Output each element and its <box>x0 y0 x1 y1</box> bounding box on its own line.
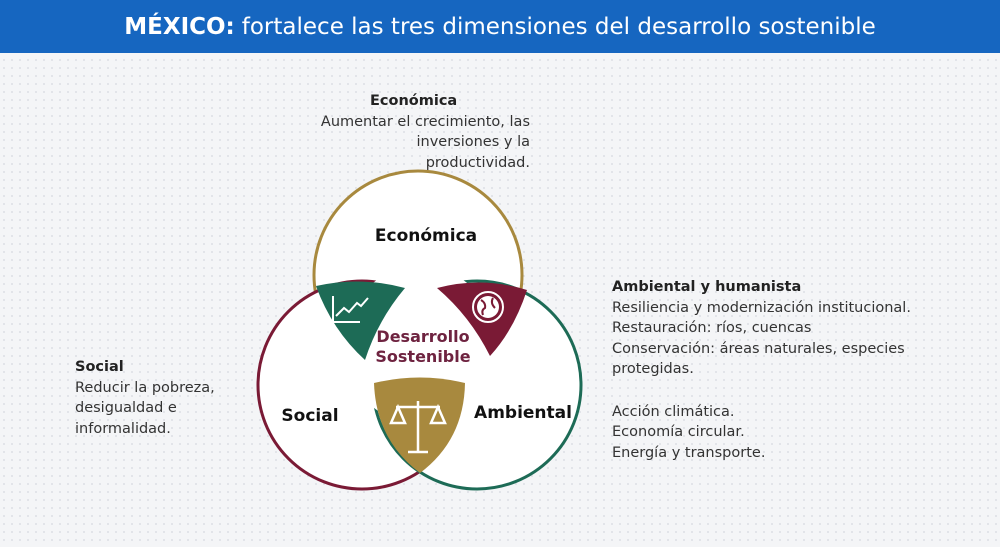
ambiental-line: Acción climática. <box>612 403 735 420</box>
globe-icon <box>472 291 504 323</box>
economica-line: Aumentar el crecimiento, las <box>320 113 530 130</box>
social-block: Social Reducir la pobreza, desigualdad e… <box>75 357 215 439</box>
ambiental-line: Energía y transporte. <box>612 444 766 461</box>
center-label-line2: Sostenible <box>375 347 470 366</box>
header-country: MÉXICO: <box>124 13 235 40</box>
header-banner: MÉXICO: fortalece las tres dimensiones d… <box>0 0 1000 53</box>
ambiental-title: Ambiental y humanista <box>612 279 802 295</box>
social-line: informalidad. <box>75 420 171 437</box>
header-title: fortalece las tres dimensiones del desar… <box>241 13 876 40</box>
growth-chart-icon <box>332 296 369 323</box>
ambiental-line: Restauración: ríos, cuencas <box>612 320 812 336</box>
ambiental-line: Conservación: áreas naturales, especies <box>612 340 905 357</box>
scales-icon <box>389 401 447 454</box>
venn-label-ambiental: Ambiental <box>474 403 572 423</box>
economica-title: Económica <box>370 93 458 109</box>
economica-line: inversiones y la productividad. <box>416 134 530 171</box>
gold-wedge <box>374 377 465 473</box>
center-label-line1: Desarrollo <box>376 327 469 346</box>
social-title: Social <box>75 359 124 375</box>
green-wedge <box>316 281 405 360</box>
ambiental-line: Economía circular. <box>612 424 745 440</box>
social-line: Reducir la pobreza, <box>75 379 215 396</box>
ambiental-block: Ambiental y humanista Resiliencia y mode… <box>612 277 911 463</box>
ambiental-line: protegidas. <box>612 361 694 377</box>
ambiental-line: Resiliencia y modernización instituciona… <box>612 299 911 316</box>
venn-label-economica: Económica <box>375 226 477 246</box>
venn-label-social: Social <box>281 406 338 426</box>
economica-block: Económica Aumentar el crecimiento, las i… <box>310 91 530 173</box>
social-line: desigualdad e <box>75 400 177 416</box>
maroon-wedge <box>437 282 527 356</box>
